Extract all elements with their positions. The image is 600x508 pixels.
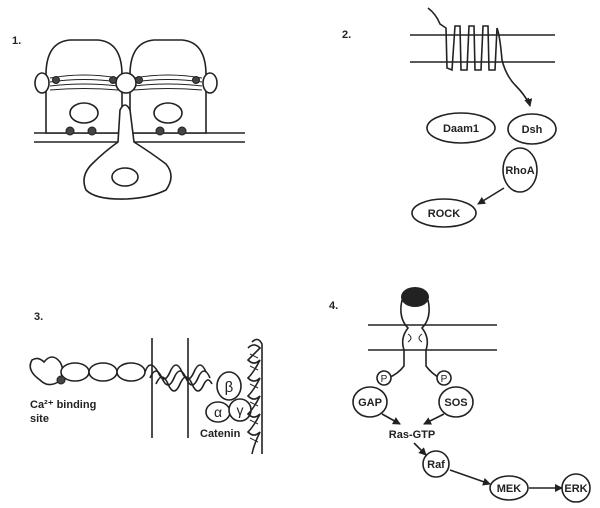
frizzled-receptor [427, 7, 529, 103]
daam1-label: Daam1 [443, 123, 479, 135]
panel-4-number: 4. [329, 300, 338, 312]
beta-catenin [216, 371, 242, 401]
ligand [401, 287, 429, 307]
raf-label: Raf [427, 459, 445, 471]
arrow-gap-to-ras [381, 413, 401, 425]
panel-3: 3. β α γ Ca²⁺ binding [29, 311, 263, 455]
gap-label: GAP [358, 397, 382, 409]
phosphate-right-label: P [441, 374, 448, 385]
rock-label: ROCK [428, 208, 460, 220]
arrow-sos-to-ras [423, 413, 445, 425]
daam1-node [426, 112, 496, 144]
catenin-label: Catenin [200, 428, 241, 440]
mek-node [489, 475, 529, 501]
underlying-cell [83, 104, 172, 200]
beta-label: β [225, 379, 234, 396]
phosphate-left-label: P [381, 374, 388, 385]
transmembrane-helix [144, 364, 213, 392]
nucleus-left [69, 102, 99, 124]
gap-node [352, 386, 388, 418]
mek-label: MEK [497, 483, 522, 495]
panel-4: 4. P P GAP SOS Ras-GTP Raf MEK ERK [329, 287, 591, 503]
arrow-rhoa-to-rock [477, 187, 505, 205]
calcium-binding-site [56, 375, 66, 385]
actin-filament [246, 338, 263, 455]
arrow-receptor-to-dsh [524, 97, 533, 107]
receptor-left [387, 299, 410, 379]
epithelial-cell-left [45, 39, 123, 134]
arrow-raf-to-mek [449, 469, 491, 486]
underlying-cell-nucleus [111, 167, 139, 187]
raf-node [422, 450, 450, 478]
receptor-right [420, 299, 441, 379]
site-label: site [30, 413, 49, 425]
panel-2-number: 2. [342, 29, 351, 41]
phosphate-right [436, 370, 452, 386]
alpha-label: α [214, 404, 222, 420]
junction-complexes [34, 72, 218, 94]
panel-2: 2. Daam1 Dsh RhoA ROCK [342, 7, 557, 228]
sos-node [438, 386, 474, 418]
nucleus-right [153, 102, 183, 124]
epithelial-cell-right [129, 39, 207, 134]
receptor-tm-curls [407, 333, 423, 343]
cadherin-domains [29, 356, 146, 386]
erk-node [561, 473, 591, 503]
rhoa-node [502, 147, 538, 193]
rhoa-label: RhoA [505, 165, 534, 177]
rock-node [411, 198, 477, 228]
dsh-node [507, 113, 557, 145]
erk-label: ERK [564, 483, 587, 495]
gamma-label: γ [237, 402, 244, 418]
arrow-ras-to-raf [413, 442, 427, 456]
panel-1-number: 1. [12, 35, 21, 47]
ca-binding-label: Ca²⁺ binding [30, 399, 96, 411]
dsh-label: Dsh [522, 124, 543, 136]
basal-attachments [65, 126, 187, 136]
panel-3-number: 3. [34, 311, 43, 323]
sos-label: SOS [444, 397, 467, 409]
phosphate-left [376, 370, 392, 386]
ras-gtp-label: Ras-GTP [389, 429, 435, 441]
panel-1: 1. [12, 35, 245, 200]
